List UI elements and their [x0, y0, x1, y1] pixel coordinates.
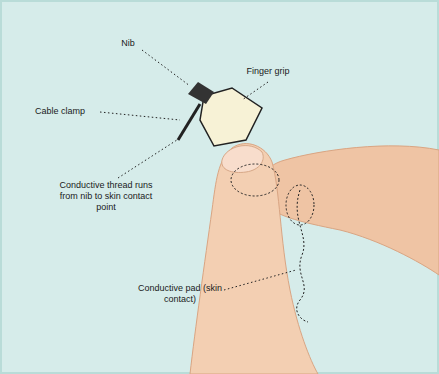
part-label: Conductive thread runs from nib to skin … [51, 180, 161, 213]
part-label: Nib [98, 38, 158, 49]
leader-line [100, 112, 180, 120]
part-label: Cable clamp [20, 106, 100, 117]
nib-shape [188, 82, 214, 104]
thumbnail [222, 146, 263, 173]
cable [178, 104, 200, 140]
index-finger [259, 146, 439, 275]
contact-circle [231, 164, 279, 196]
leader-line [142, 50, 190, 86]
part-label: Conductive pad (skin contact) [135, 283, 225, 305]
part-label: Finger grip [233, 66, 303, 77]
leader-line [118, 138, 180, 178]
thread-path [297, 190, 308, 322]
leader-line [242, 82, 268, 100]
thumb [190, 144, 318, 374]
leader-line [224, 270, 296, 290]
